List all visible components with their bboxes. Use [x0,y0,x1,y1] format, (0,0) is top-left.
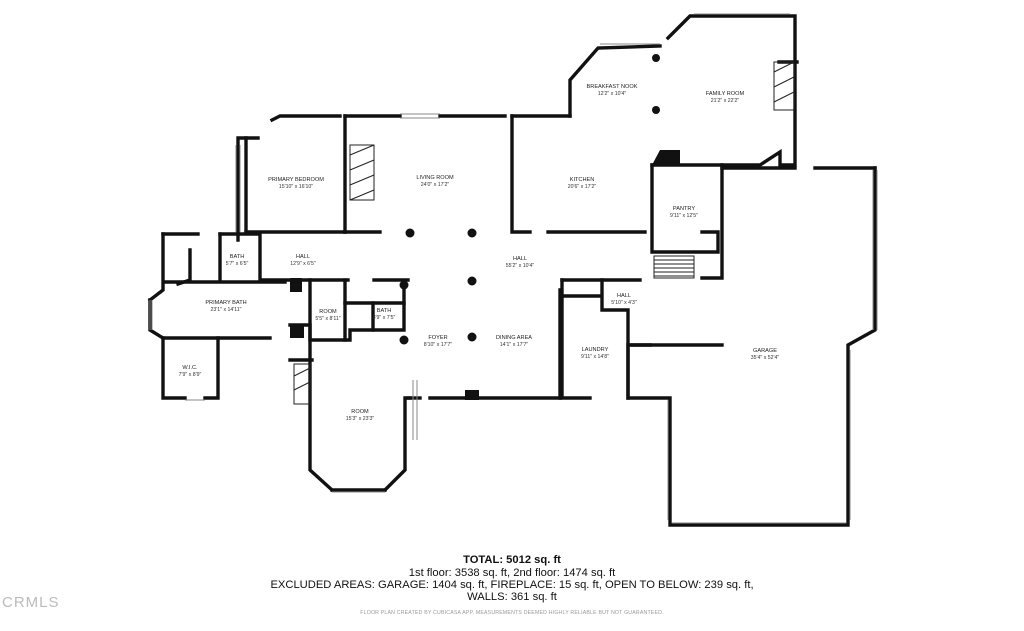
room-small-dims: 5'5" x 8'11" [315,316,340,322]
breakfast-nook-dims: 12'2" x 10'4" [598,91,627,97]
room-large-dims: 15'3" x 23'3" [346,416,375,422]
columns [399,54,660,345]
foyer-dims: 8'10" x 17'7" [424,342,453,348]
garage-dims: 35'4" x 52'4" [751,355,780,361]
crmls-watermark: CRMLS [2,594,60,611]
family-room-dims: 21'2" x 22'2" [711,98,740,104]
living-room-dims: 24'0" x 17'2" [421,182,450,188]
hall-main-dims: 55'2" x 10'4" [506,263,535,269]
room-labels: PRIMARY BEDROOM 15'10" x 16'10" LIVING R… [179,84,780,422]
family-room-label: FAMILY ROOM [706,91,745,97]
hall-west-label: HALL [296,254,310,260]
walls [147,14,877,527]
hall-small-label: HALL [617,293,631,299]
dining-area-dims: 14'1" x 17'7" [500,342,529,348]
disclaimer: FLOOR PLAN CREATED BY CUBICASA APP. MEAS… [360,610,664,616]
primary-bedroom-dims: 15'10" x 16'10" [279,184,313,190]
dining-area-label: DINING AREA [496,335,532,341]
kitchen-dims: 20'6" x 17'2" [568,184,597,190]
bath-upper-dims: 5'7" x 6'5" [226,261,249,267]
breakfast-nook-label: BREAKFAST NOOK [587,84,638,90]
hall-main-label: HALL [513,256,527,262]
fireplace-hatching [293,61,795,405]
hall-small-dims: 5'10" x 4'3" [611,300,637,306]
total-area: TOTAL: 5012 sq. ft [463,554,561,566]
room-large-label: ROOM [351,409,369,415]
kitchen-label: KITCHEN [570,177,595,183]
garage-label: GARAGE [753,348,777,354]
pantry-label: PANTRY [673,206,695,212]
hall-west-dims: 12'9" x 6'5" [290,261,316,267]
stairs [653,255,695,279]
excluded-areas: EXCLUDED AREAS: GARAGE: 1404 sq. ft, FIR… [270,579,754,591]
wic-dims: 7'9" x 8'9" [179,372,202,378]
primary-bath-dims: 23'1" x 14'11" [211,307,242,313]
bath-center-label: BATH [377,308,392,314]
floor-plan: PRIMARY BEDROOM 15'10" x 16'10" LIVING R… [147,13,878,527]
wic-label: W.I.C. [182,365,198,371]
walls-area: WALLS: 361 sq. ft [467,591,557,603]
room-small-label: ROOM [319,309,337,315]
pantry-dims: 9'11" x 12'5" [670,213,698,219]
primary-bedroom-label: PRIMARY BEDROOM [268,177,324,183]
bath-center-dims: 8'9" x 7'5" [373,315,396,321]
windows [149,13,878,524]
laundry-dims: 9'11" x 14'8" [581,354,609,360]
foyer-label: FOYER [428,335,447,341]
living-room-label: LIVING ROOM [416,175,454,181]
floor-areas: 1st floor: 3538 sq. ft, 2nd floor: 1474 … [408,567,616,579]
primary-bath-label: PRIMARY BATH [205,300,246,306]
bath-upper-label: BATH [230,254,245,260]
laundry-label: LAUNDRY [582,347,609,353]
